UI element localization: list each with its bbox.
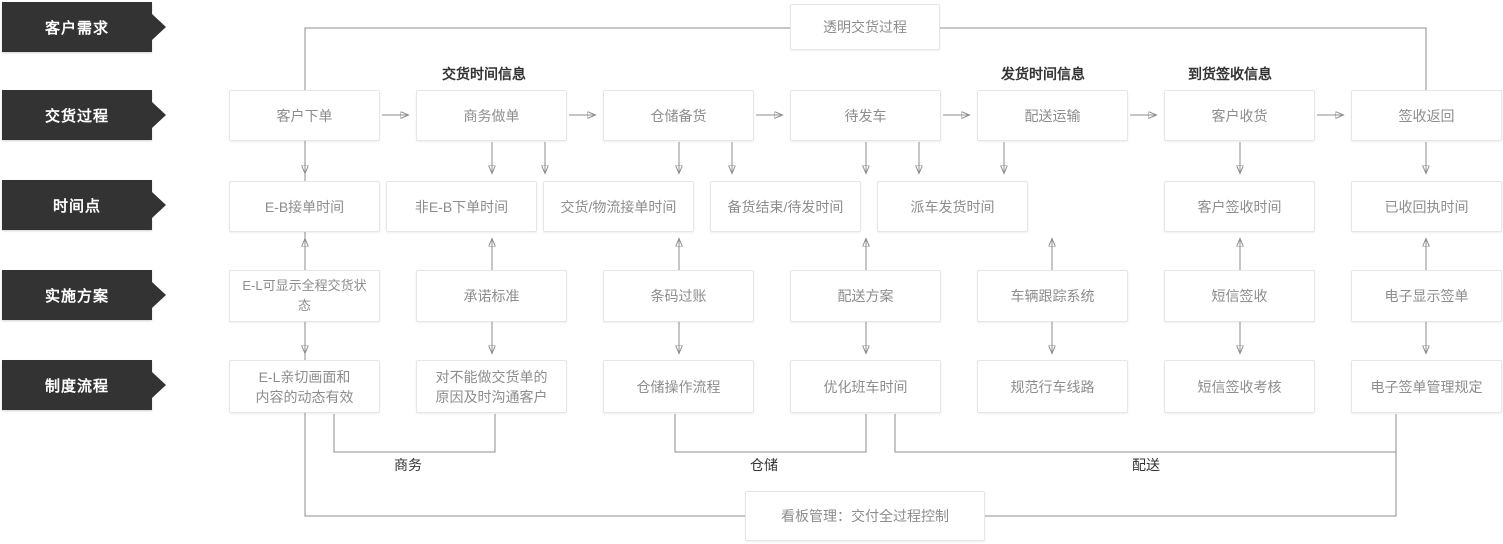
category-tab-policy-flow[interactable]: 制度流程: [2, 360, 166, 410]
node-plan-6[interactable]: 电子显示签单: [1351, 270, 1502, 322]
node-label: 电子签单管理规定: [1370, 378, 1483, 395]
node-process-2[interactable]: 仓储备货: [603, 90, 754, 141]
group-caption-business: 商务: [394, 457, 422, 473]
node-plan-4[interactable]: 车辆跟踪系统: [977, 270, 1128, 322]
node-label: 仓储备货: [650, 107, 707, 124]
tab-arrow-icon: [152, 282, 166, 308]
callout-transparent-delivery[interactable]: 透明交货过程: [790, 4, 940, 50]
node-label: E-L亲切画面和内容的动态有效: [255, 368, 354, 405]
tab-arrow-icon: [152, 372, 166, 398]
category-tab-label: 客户需求: [44, 19, 109, 37]
node-process-5[interactable]: 客户收货: [1164, 90, 1315, 141]
group-caption-distribution: 配送: [1132, 457, 1160, 473]
node-time-6[interactable]: 已收回执时间: [1351, 181, 1502, 232]
node-plan-3[interactable]: 配送方案: [790, 270, 941, 322]
node-label: 短信签收考核: [1197, 378, 1282, 395]
tab-arrow-icon: [152, 14, 166, 40]
section-caption-shipping-time: 发货时间信息: [1001, 66, 1085, 82]
tab-arrow-icon: [152, 102, 166, 128]
category-tab-implementation-plan[interactable]: 实施方案: [2, 270, 166, 320]
node-process-0[interactable]: 客户下单: [229, 90, 380, 141]
node-label: 非E-B下单时间: [414, 198, 509, 215]
node-plan-2[interactable]: 条码过账: [603, 270, 754, 322]
node-label: 商务做单: [463, 107, 520, 124]
section-caption-delivery-time: 交货时间信息: [442, 66, 526, 82]
node-label: 条码过账: [650, 288, 707, 304]
node-label: 客户收货: [1211, 107, 1268, 124]
node-process-3[interactable]: 待发车: [790, 90, 941, 141]
node-time-5[interactable]: 客户签收时间: [1164, 181, 1315, 232]
node-label: 配送运输: [1024, 107, 1081, 124]
node-label: 承诺标准: [463, 288, 520, 304]
node-process-6[interactable]: 签收返回: [1351, 90, 1502, 141]
node-time-2[interactable]: 交货/物流接单时间: [543, 181, 694, 232]
node-label: 客户签收时间: [1197, 198, 1282, 215]
node-label: 待发车: [844, 107, 887, 124]
callout-label: 看板管理：交付全过程控制: [781, 508, 949, 524]
node-plan-1[interactable]: 承诺标准: [416, 270, 567, 322]
node-policy-1[interactable]: 对不能做交货单的原因及时沟通客户: [416, 360, 567, 413]
node-label: 对不能做交货单的原因及时沟通客户: [435, 368, 548, 405]
node-time-0[interactable]: E-B接单时间: [229, 181, 380, 232]
category-tab-time-point[interactable]: 时间点: [2, 180, 166, 230]
node-label: 派车发货时间: [910, 198, 995, 215]
category-tab-customer-demand[interactable]: 客户需求: [2, 2, 166, 52]
category-tab-label: 制度流程: [44, 377, 109, 395]
node-label: 交货/物流接单时间: [560, 198, 677, 215]
node-policy-0[interactable]: E-L亲切画面和内容的动态有效: [229, 360, 380, 413]
node-label: E-B接单时间: [264, 198, 345, 215]
node-label: 规范行车线路: [1010, 378, 1095, 395]
node-label: 车辆跟踪系统: [1010, 288, 1095, 304]
node-label: 仓储操作流程: [636, 378, 721, 395]
node-process-4[interactable]: 配送运输: [977, 90, 1128, 141]
node-label: E-L可显示全程交货状态: [242, 278, 367, 313]
section-caption-arrival-signoff: 到货签收信息: [1188, 66, 1272, 82]
node-label: 备货结束/待发时间: [727, 198, 844, 215]
category-tab-delivery-process[interactable]: 交货过程: [2, 90, 166, 140]
tab-arrow-icon: [152, 192, 166, 218]
group-caption-warehouse: 仓储: [750, 457, 778, 473]
node-label: 配送方案: [837, 288, 894, 304]
node-policy-5[interactable]: 短信签收考核: [1164, 360, 1315, 413]
node-policy-2[interactable]: 仓储操作流程: [603, 360, 754, 413]
node-label: 客户下单: [276, 107, 333, 124]
node-policy-6[interactable]: 电子签单管理规定: [1351, 360, 1502, 413]
node-label: 优化班车时间: [823, 378, 908, 395]
node-policy-3[interactable]: 优化班车时间: [790, 360, 941, 413]
node-plan-5[interactable]: 短信签收: [1164, 270, 1315, 322]
callout-kanban-management[interactable]: 看板管理：交付全过程控制: [745, 491, 985, 541]
category-tab-label: 交货过程: [44, 107, 109, 125]
callout-label: 透明交货过程: [823, 19, 907, 35]
node-process-1[interactable]: 商务做单: [416, 90, 567, 141]
node-label: 签收返回: [1398, 107, 1455, 124]
node-label: 短信签收: [1211, 288, 1268, 304]
node-time-3[interactable]: 备货结束/待发时间: [710, 181, 861, 232]
node-label: 已收回执时间: [1384, 198, 1469, 215]
node-label: 电子显示签单: [1384, 288, 1469, 304]
node-plan-0[interactable]: E-L可显示全程交货状态: [229, 270, 380, 322]
category-tab-label: 实施方案: [44, 287, 109, 305]
node-time-4[interactable]: 派车发货时间: [877, 181, 1028, 232]
category-tab-label: 时间点: [52, 197, 101, 215]
node-time-1[interactable]: 非E-B下单时间: [386, 181, 537, 232]
node-policy-4[interactable]: 规范行车线路: [977, 360, 1128, 413]
